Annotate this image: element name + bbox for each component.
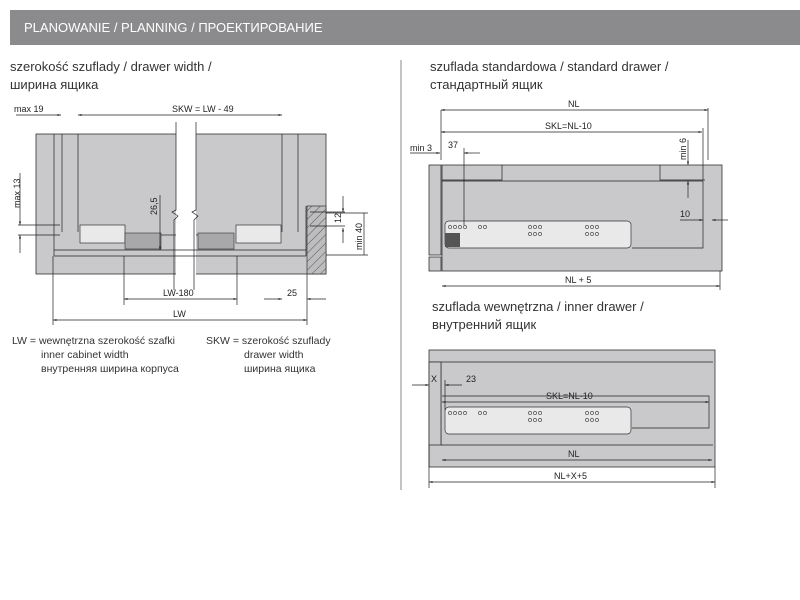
standard-drawer-title: szuflada standardowa / standard drawer /…	[430, 58, 668, 94]
dim-min40: min 40	[354, 223, 364, 250]
title-line: внутренний ящик	[432, 317, 537, 332]
dim-x: X	[431, 374, 437, 384]
legend-key: SKW =	[206, 335, 239, 347]
dim-lw: LW	[173, 309, 186, 319]
dim-nlx5: NL+X+5	[554, 471, 587, 481]
inner-drawer-title: szuflada wewnętrzna / inner drawer / вну…	[432, 298, 644, 334]
dim-23: 23	[466, 374, 476, 384]
legend-text: inner cabinet width	[41, 349, 129, 361]
section-header: PLANOWANIE / PLANNING / ПРОЕКТИРОВАНИЕ	[10, 10, 800, 45]
dim-nl: NL	[568, 99, 580, 109]
title-line: szuflada wewnętrzna / inner drawer /	[432, 299, 644, 314]
dim-37: 37	[448, 140, 458, 150]
title-line: стандартный ящик	[430, 77, 543, 92]
dim-min6: min 6	[678, 138, 688, 160]
title-line: szerokość szuflady / drawer width /	[10, 59, 212, 74]
dim-max19: max 19	[14, 104, 44, 114]
legend-text: внутренняя ширина корпуса	[41, 363, 179, 375]
dim-skl: SKL=NL-10	[545, 121, 592, 131]
legend-lw: LW = wewnętrzna szerokość szafki inner c…	[12, 334, 179, 376]
dim-25: 25	[287, 288, 297, 298]
legend-text: wewnętrzna szerokość szafki	[38, 335, 175, 347]
dim-nl5: NL + 5	[565, 275, 591, 285]
dim-nl-inner: NL	[568, 449, 580, 459]
dim-10: 10	[680, 209, 690, 219]
legend-text: szerokość szuflady	[241, 335, 331, 347]
cabinet-side-hatch	[306, 205, 327, 275]
dim-26-5: 26,5	[149, 197, 159, 215]
legend-skw: SKW = szerokość szuflady drawer width ши…	[206, 334, 331, 376]
title-line: szuflada standardowa / standard drawer /	[430, 59, 669, 74]
dim-min3: min 3	[410, 143, 432, 153]
drawer-width-title: szerokość szuflady / drawer width / шири…	[10, 58, 212, 94]
legend-text: ширина ящика	[244, 363, 316, 375]
drawer-width-diagram: max 19 SKW = LW - 49 max 13 26,5 12 min …	[12, 104, 368, 325]
dim-skw: SKW = LW - 49	[172, 104, 234, 114]
title-line: ширина ящика	[10, 77, 99, 92]
dim-lw180: LW-180	[163, 288, 194, 298]
dim-skl-inner: SKL=NL-10	[546, 391, 593, 401]
inner-drawer-diagram: X 23 SKL=NL-10 NL NL+X+5	[412, 349, 716, 488]
legend-key: LW =	[12, 335, 37, 347]
dim-max13: max 13	[12, 178, 22, 208]
legend-text: drawer width	[244, 349, 304, 361]
standard-drawer-diagram: NL SKL=NL-10 min 3 37 min 6 10 NL + 5	[410, 99, 728, 290]
dim-12: 12	[333, 213, 343, 223]
